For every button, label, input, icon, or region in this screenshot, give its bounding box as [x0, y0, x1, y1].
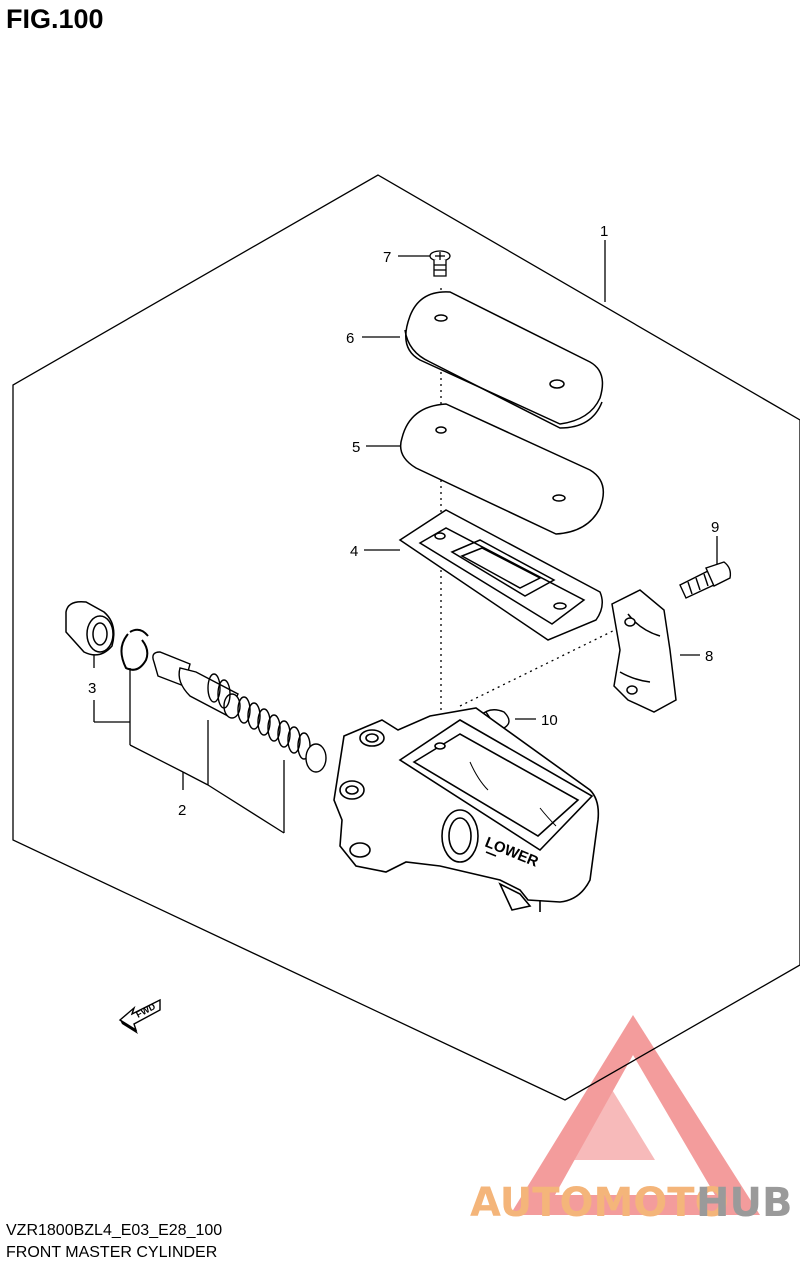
master-cylinder-body-part-1 — [333, 707, 600, 912]
screw-part-7 — [429, 250, 451, 277]
callout-10: 10 — [541, 712, 558, 729]
callout-1: 1 — [600, 223, 608, 240]
callout-3: 3 — [88, 680, 96, 697]
holder-part-8 — [611, 589, 677, 713]
callout-2: 2 — [178, 802, 186, 819]
plate-part-4 — [398, 509, 603, 641]
piston-part-2 — [152, 651, 327, 773]
section-name: FRONT MASTER CYLINDER — [6, 1244, 218, 1261]
model-code: VZR1800BZL4_E03_E28_100 — [6, 1222, 223, 1239]
diaphragm-part-5 — [399, 403, 605, 535]
callout-6: 6 — [346, 330, 354, 347]
watermark-logo — [510, 1015, 760, 1215]
leader-lines — [93, 240, 718, 834]
bolt-part-9 — [679, 561, 732, 599]
callout-5: 5 — [352, 439, 360, 456]
assembly-boundary — [12, 174, 800, 1101]
callout-8: 8 — [705, 648, 713, 665]
callout-4: 4 — [350, 543, 358, 560]
callout-9: 9 — [711, 519, 719, 536]
fwd-arrow: FWD — [118, 998, 161, 1034]
boot-part-3 — [65, 600, 149, 671]
watermark-text-automoto: AUTOMOTO — [470, 1180, 729, 1226]
watermark-text-hub: HUB — [696, 1180, 792, 1226]
figure-title: FIG.100 — [6, 4, 104, 34]
callout-7: 7 — [383, 249, 391, 266]
reservoir-cap-part-6 — [404, 291, 604, 429]
